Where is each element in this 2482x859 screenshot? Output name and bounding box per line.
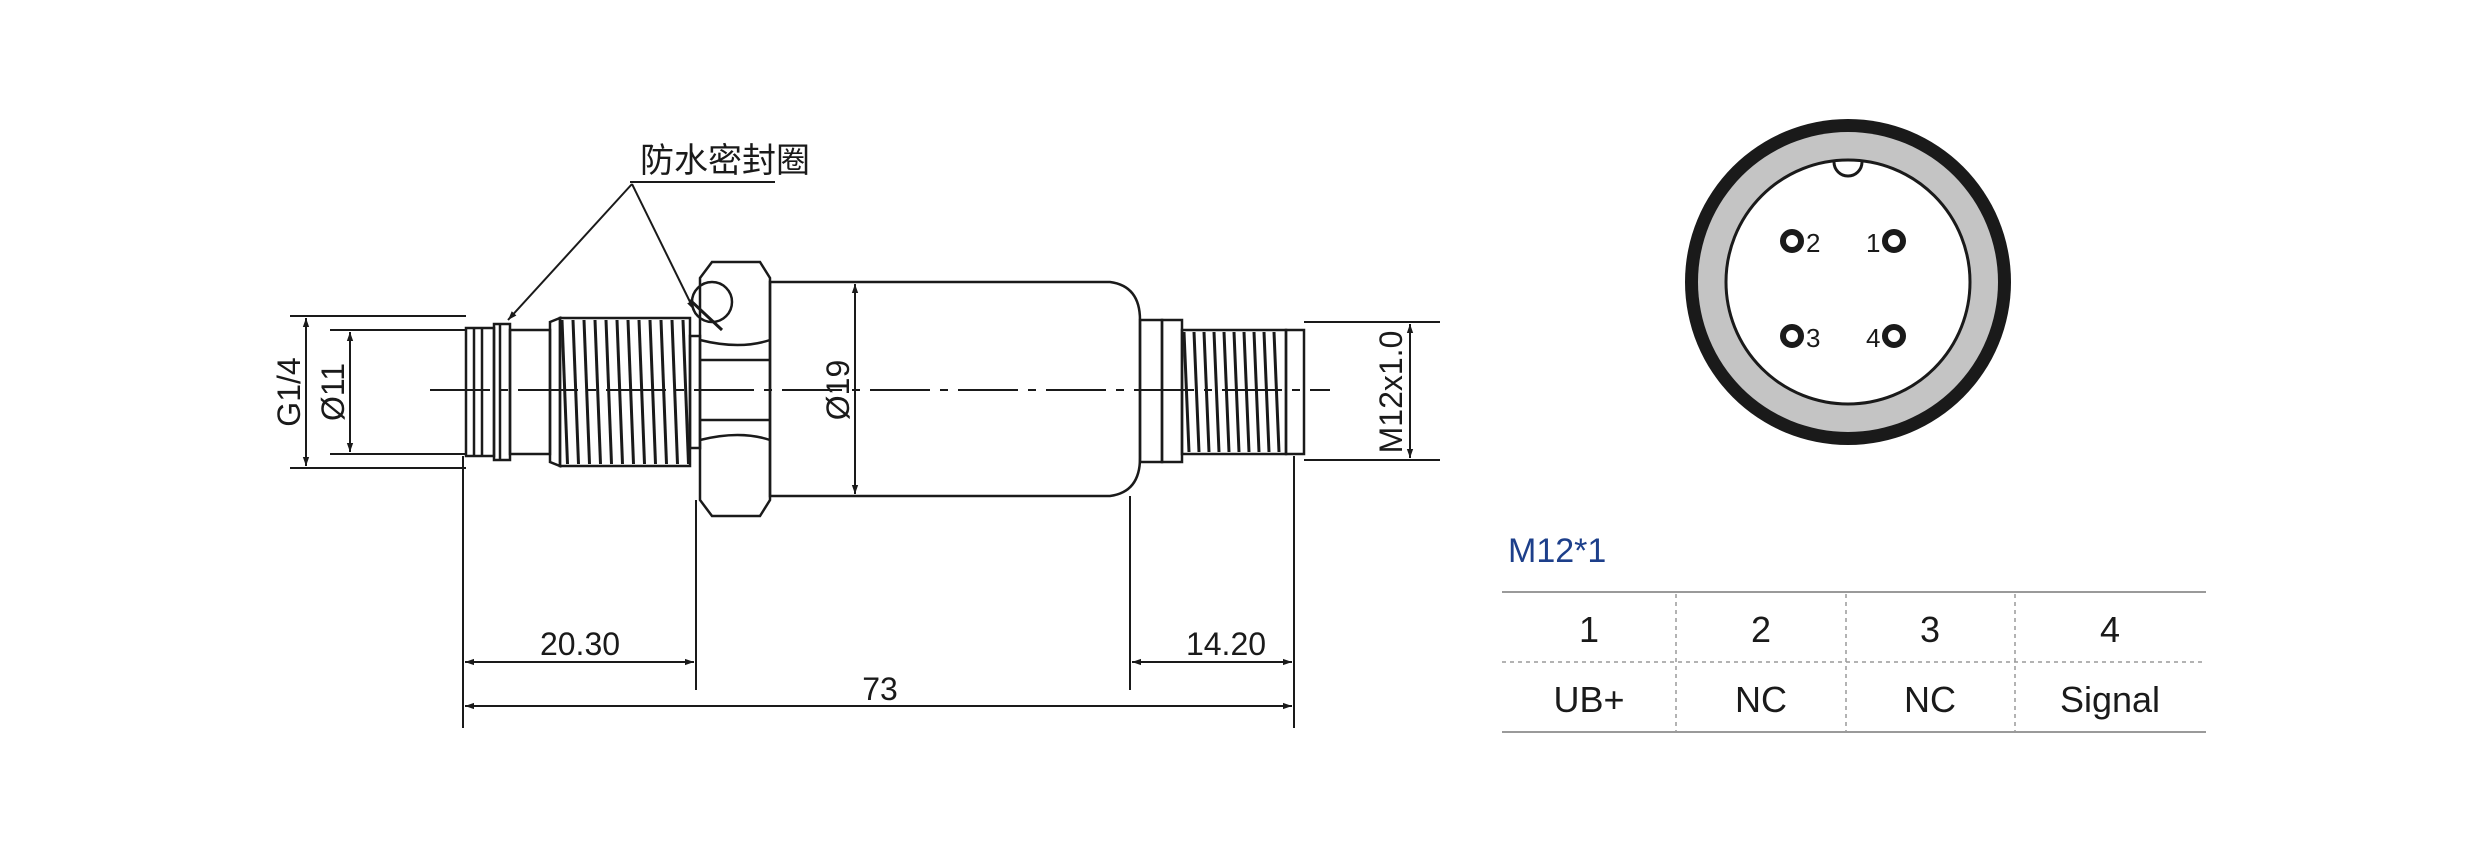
thread-tooth	[1192, 331, 1201, 453]
m12-connector-face: 2 1 3 4	[1685, 119, 2011, 445]
dim-73-label: 73	[862, 671, 898, 707]
m12-thread-label: M12x1.0	[1373, 331, 1409, 454]
thread-tooth	[571, 319, 580, 465]
thread-tooth	[604, 319, 613, 465]
thread-tooth	[648, 319, 657, 465]
seal-ring-label: 防水密封圈	[640, 141, 810, 181]
table-header-cell: 1	[1579, 609, 1599, 650]
pin-1-label: 1	[1866, 228, 1880, 258]
thread-tooth	[1202, 331, 1211, 453]
thread-tooth	[1212, 331, 1221, 453]
thread-tooth	[670, 319, 679, 465]
sensor-side-view	[290, 181, 1440, 728]
pin-3: 3	[1780, 323, 1820, 353]
seal-ring	[688, 334, 702, 450]
table-header-cell: 2	[1751, 609, 1771, 650]
seal-ring-callout	[507, 181, 775, 321]
thread-tooth	[1222, 331, 1231, 453]
thread-tooth	[659, 319, 668, 465]
thread-tooth	[582, 319, 591, 465]
connector-key-notch	[1832, 161, 1864, 178]
left-pressure-port	[464, 322, 552, 462]
thread-tooth	[681, 319, 690, 465]
dimension-labels: 防水密封圈 G1/4 Ø11 Ø19 M12x1.0 20.30 14.20 7…	[271, 141, 1409, 707]
table-value-cell: UB+	[1553, 679, 1624, 720]
g14-thread-label: G1/4	[271, 357, 307, 426]
length-dimensions	[462, 456, 1295, 728]
connector-inner-face	[1724, 158, 1972, 406]
thread-tooth	[1262, 331, 1271, 453]
thread-tooth	[637, 319, 646, 465]
right-thread-dimension	[1304, 321, 1440, 461]
thread-tooth	[615, 319, 624, 465]
pin-4-label: 4	[1866, 323, 1880, 353]
hex-nut	[688, 260, 772, 518]
pin-1: 1	[1866, 228, 1906, 258]
dia-19-label: Ø19	[820, 360, 856, 420]
left-diameter-dimensions	[290, 315, 466, 469]
thread-tooth	[1182, 331, 1191, 453]
thread-tooth	[1232, 331, 1241, 453]
thread-tooth	[1272, 331, 1281, 453]
table-title: M12*1	[1508, 532, 1606, 570]
table-value-cell: NC	[1735, 679, 1787, 720]
dim-14-20-label: 14.20	[1186, 626, 1266, 662]
pin-2-label: 2	[1806, 228, 1820, 258]
thread-tooth	[1242, 331, 1251, 453]
left-thread	[548, 316, 692, 468]
right-thread	[1160, 318, 1306, 464]
pin-assignment-table: M12*1 1 2 3 4 UB+ NC NC Signal	[1502, 532, 2206, 733]
thread-tooth	[1252, 331, 1261, 453]
pin-2: 2	[1780, 228, 1820, 258]
thread-tooth	[626, 319, 635, 465]
dim-20-30-label: 20.30	[540, 626, 620, 662]
pin-3-label: 3	[1806, 323, 1820, 353]
pin-4: 4	[1866, 323, 1906, 353]
table-value-cell: NC	[1904, 679, 1956, 720]
table-header-cell: 3	[1920, 609, 1940, 650]
dia-11-label: Ø11	[315, 363, 351, 421]
table-header-cell: 4	[2100, 609, 2120, 650]
thread-tooth	[560, 319, 569, 465]
thread-tooth	[593, 319, 602, 465]
table-value-cell: Signal	[2060, 679, 2160, 720]
